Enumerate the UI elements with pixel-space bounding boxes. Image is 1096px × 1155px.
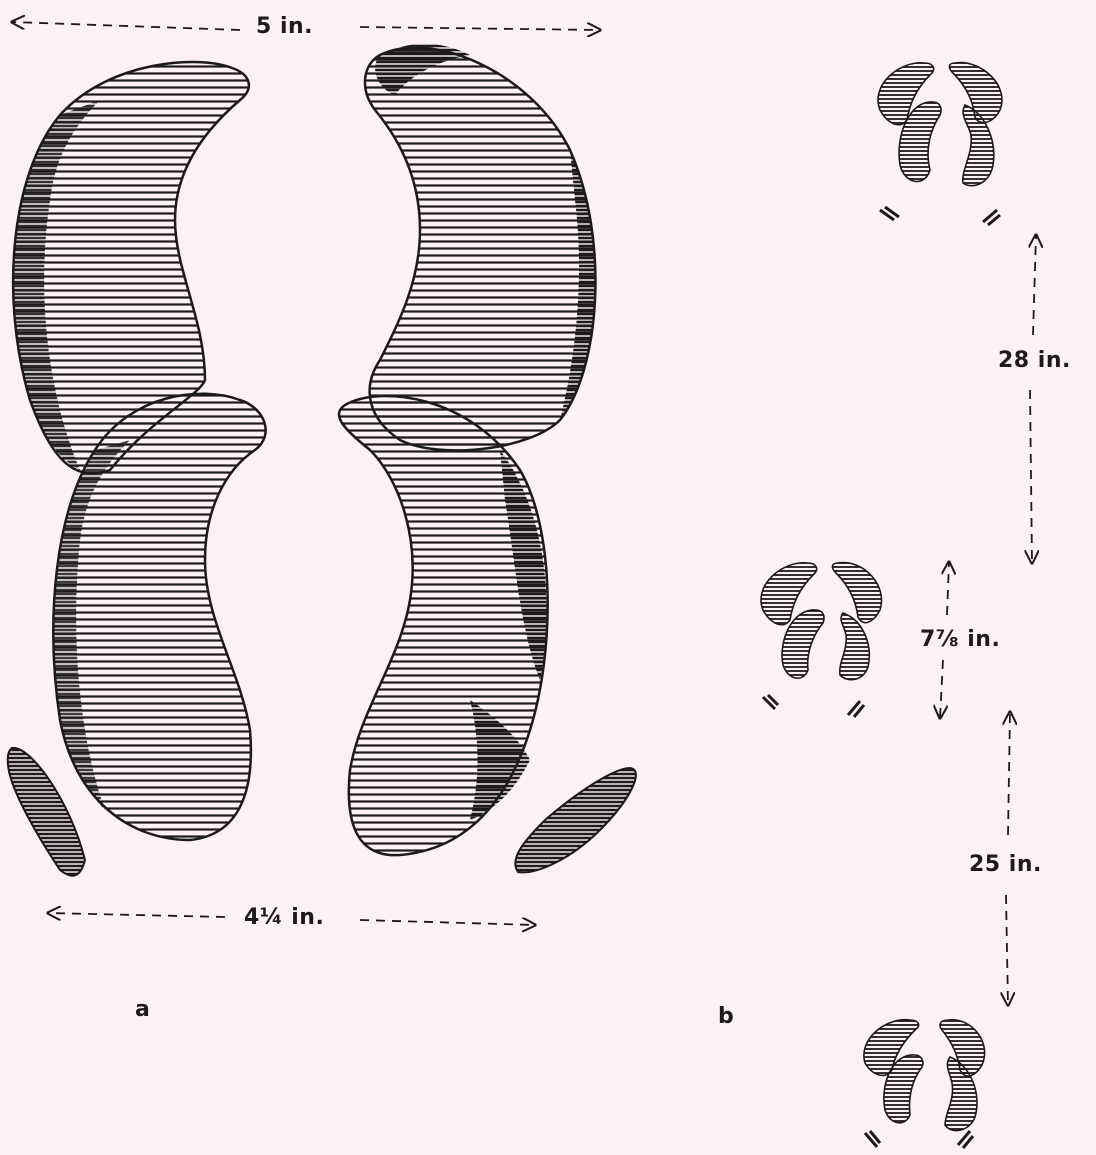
dim-arrow-78in-down [940, 660, 943, 718]
print-set-top [878, 63, 1002, 225]
toe-mark-left [8, 748, 85, 876]
panel-a-label: a [135, 997, 150, 1022]
dim-arrow-25in-up [1008, 712, 1010, 835]
dim-arrow-28in-down [1030, 390, 1032, 563]
lobe-top-right [365, 44, 595, 451]
print-set-middle [761, 563, 881, 717]
lobe-bottom-right [339, 396, 548, 855]
dim-arrow-5in-right [360, 27, 600, 30]
dim-arrow-28in-up [1033, 235, 1036, 335]
width-label-bottom: 4¼ in. [240, 905, 328, 930]
dim-arrow-5in-left [12, 22, 240, 30]
panel-b-drawing [761, 63, 1036, 1148]
dim-arrow-4in-left [48, 913, 225, 917]
width-label-top: 5 in. [252, 14, 317, 39]
print-set-bottom [864, 1020, 985, 1148]
gap-label-upper: 28 in. [994, 348, 1075, 373]
panel-a-drawing [8, 22, 636, 925]
dim-arrow-4in-right [360, 920, 535, 925]
dim-arrow-25in-down [1006, 895, 1008, 1005]
dim-arrow-78in-up [947, 562, 949, 615]
panel-b-label: b [718, 1004, 734, 1029]
gap-label-lower: 25 in. [965, 852, 1046, 877]
toe-mark-right [515, 768, 636, 872]
step-length-label: 7⅞ in. [916, 627, 1004, 652]
